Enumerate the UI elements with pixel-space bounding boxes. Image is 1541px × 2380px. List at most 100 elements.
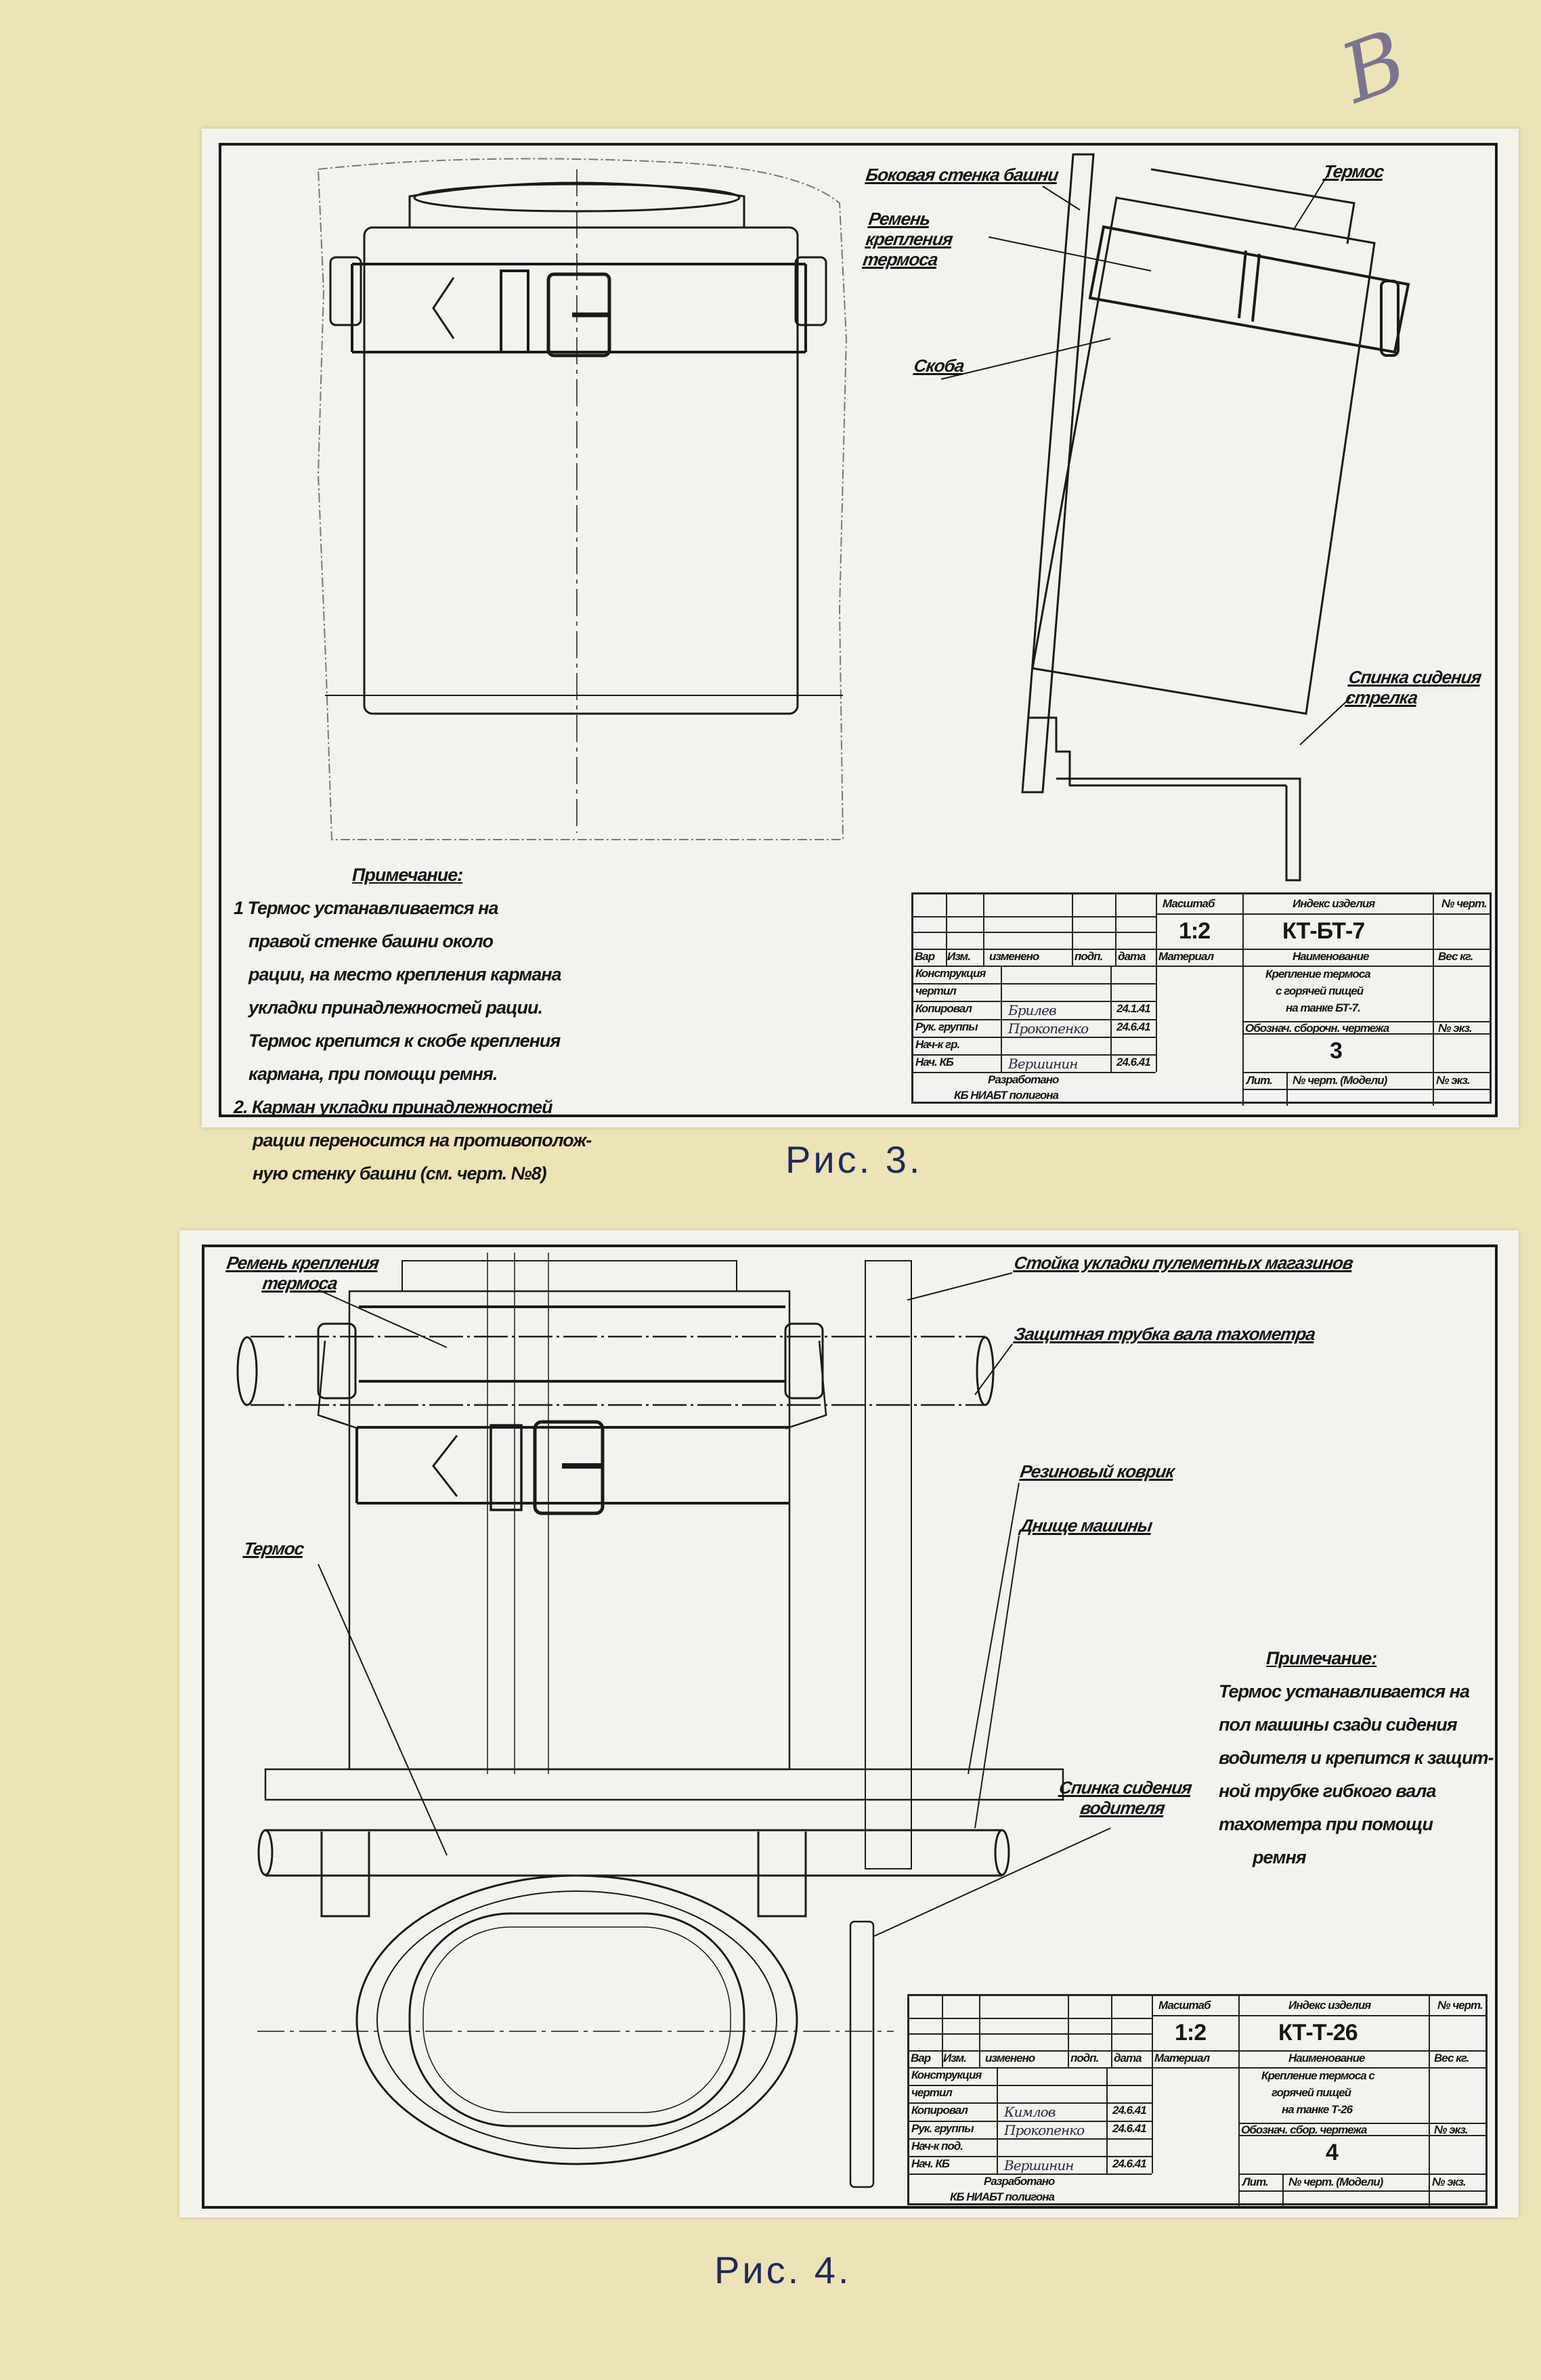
role-label: Копировал — [915, 1002, 972, 1016]
fig3-note: Примечание: 1 Термос устанавливается на … — [234, 859, 592, 1190]
role-label: Конструкция — [911, 2069, 982, 2081]
note-line: правой стенке башни около — [248, 931, 494, 951]
developed-by: Разработано — [984, 2175, 1055, 2188]
product-name-line: горячей пищей — [1272, 2086, 1351, 2099]
strap-keeper — [500, 269, 529, 353]
label-rack: Стойка укладки пулеметных магазинов — [1012, 1253, 1355, 1273]
grid-line — [913, 1036, 1156, 1038]
grid-line — [909, 2018, 1152, 2019]
grid-line — [1429, 1996, 1430, 2207]
grid-line — [1001, 966, 1002, 1072]
role-label: Нач-к под. — [911, 2139, 963, 2152]
drawing-sheet-fig3 — [202, 129, 1519, 1127]
label-strap: Ремень крепления термоса — [861, 209, 954, 269]
grid-line — [909, 2173, 1152, 2176]
leader-line — [1299, 697, 1351, 745]
rev-header: Изм. — [947, 950, 971, 963]
grid-line — [1433, 894, 1434, 1106]
strap-loop-right — [784, 1322, 824, 1400]
note-line: Термос устанавливается на — [1219, 1681, 1470, 1702]
product-name-line: на танке Т-26 — [1282, 2103, 1353, 2116]
thermos-top-view — [355, 1874, 798, 2165]
leader-line — [974, 1535, 1020, 1829]
date: 24.6.41 — [1116, 1056, 1151, 1068]
rev-header: дата — [1118, 950, 1146, 963]
note-line: водителя и крепится к защит- — [1219, 1748, 1494, 1768]
developed-by: Разработано — [988, 1073, 1059, 1086]
label-gunner-seat-back: Спинка сидения стрелка — [1344, 667, 1483, 708]
note-line: укладки принадлежностей рации. — [248, 997, 543, 1018]
grid-line — [909, 2156, 1152, 2157]
date: 24.6.41 — [1112, 2121, 1147, 2135]
lower-strap — [355, 1426, 789, 1505]
grid-line — [1282, 2173, 1284, 2207]
leader-line — [1042, 186, 1081, 211]
grid-line — [1115, 894, 1116, 966]
role-label: Конструкция — [915, 967, 986, 980]
upper-strap — [359, 1305, 785, 1383]
thermos-side — [1031, 196, 1376, 715]
grid-line — [909, 2067, 1488, 2069]
rev-header: подп. — [1070, 2052, 1099, 2064]
copy-no-label: № экз. — [1432, 2176, 1467, 2188]
scale-label: Масштаб — [1163, 897, 1215, 910]
leader-line — [988, 236, 1152, 272]
grid-line — [909, 2120, 1152, 2122]
label-driver-seat-back: Спинка сидения водителя — [1058, 1777, 1193, 1818]
strap-bottom-right — [757, 1832, 807, 1918]
signature: Прокопенко — [1004, 2121, 1085, 2138]
strap-side-ribs — [1238, 250, 1261, 322]
grid-line — [913, 1018, 1156, 1020]
grid-line — [997, 2067, 998, 2173]
grid-line — [909, 2085, 1152, 2087]
label-bracket: Скоба — [912, 355, 965, 376]
strap-side — [1088, 225, 1410, 354]
product-name-line: Крепление термоса с — [1261, 2069, 1375, 2082]
grid-line — [1242, 894, 1244, 1106]
strap-tip — [432, 1435, 458, 1497]
hull-floor — [265, 1829, 1002, 1877]
bracket-base — [1029, 716, 1286, 787]
assembly-number: 3 — [1330, 1038, 1343, 1064]
index-label: Индекс изделия — [1293, 897, 1375, 910]
copy-no-label: № экз. — [1436, 1074, 1471, 1087]
grid-line — [1152, 2050, 1488, 2052]
lit-label: Лит. — [1246, 1074, 1273, 1087]
rev-header: изменено — [989, 950, 1039, 963]
grid-line — [1106, 2067, 1108, 2173]
copy-label: № экз. — [1434, 2123, 1469, 2136]
strap-loop-left — [329, 256, 362, 326]
note-line: ремня — [1253, 1847, 1307, 1867]
sheet-no-label: № черт. — [1437, 1999, 1483, 2012]
floor-end — [257, 1829, 274, 1876]
rev-header: Изм. — [943, 2052, 967, 2064]
leader-line — [974, 1343, 1013, 1395]
index-label: Индекс изделия — [1288, 1999, 1371, 2012]
strap-side-loop — [1380, 280, 1399, 357]
material-label: Материал — [1154, 2052, 1210, 2064]
date: 24.6.41 — [1112, 2157, 1147, 2170]
signature: Вершинин — [1008, 1056, 1078, 1072]
product-name-line: Крепление термоса — [1265, 968, 1371, 980]
scale-value: 1:2 — [1175, 2020, 1207, 2046]
strap-bottom-left — [320, 1832, 370, 1918]
grid-line — [1242, 1033, 1492, 1035]
note-line: рации, на место крепления кармана — [248, 964, 562, 985]
rubber-mat — [264, 1768, 1064, 1801]
role-label: чертил — [915, 985, 957, 998]
grid-line — [913, 932, 1156, 933]
copy-label: № экз. — [1438, 1022, 1473, 1035]
grid-line — [1152, 2015, 1488, 2016]
date: 24.1.41 — [1116, 1002, 1151, 1016]
leader-line — [318, 1563, 448, 1856]
role-label: Нач-к гр. — [915, 1037, 960, 1051]
caption-fig3: Рис. 3. — [785, 1138, 923, 1181]
leader-line — [968, 1482, 1020, 1775]
grid-line — [909, 2138, 1152, 2140]
grid-line — [1156, 894, 1157, 1072]
grid-line — [909, 2033, 1152, 2035]
rev-header: дата — [1114, 2052, 1142, 2064]
grid-line — [1242, 1089, 1492, 1090]
rev-header: Вар — [915, 950, 935, 963]
